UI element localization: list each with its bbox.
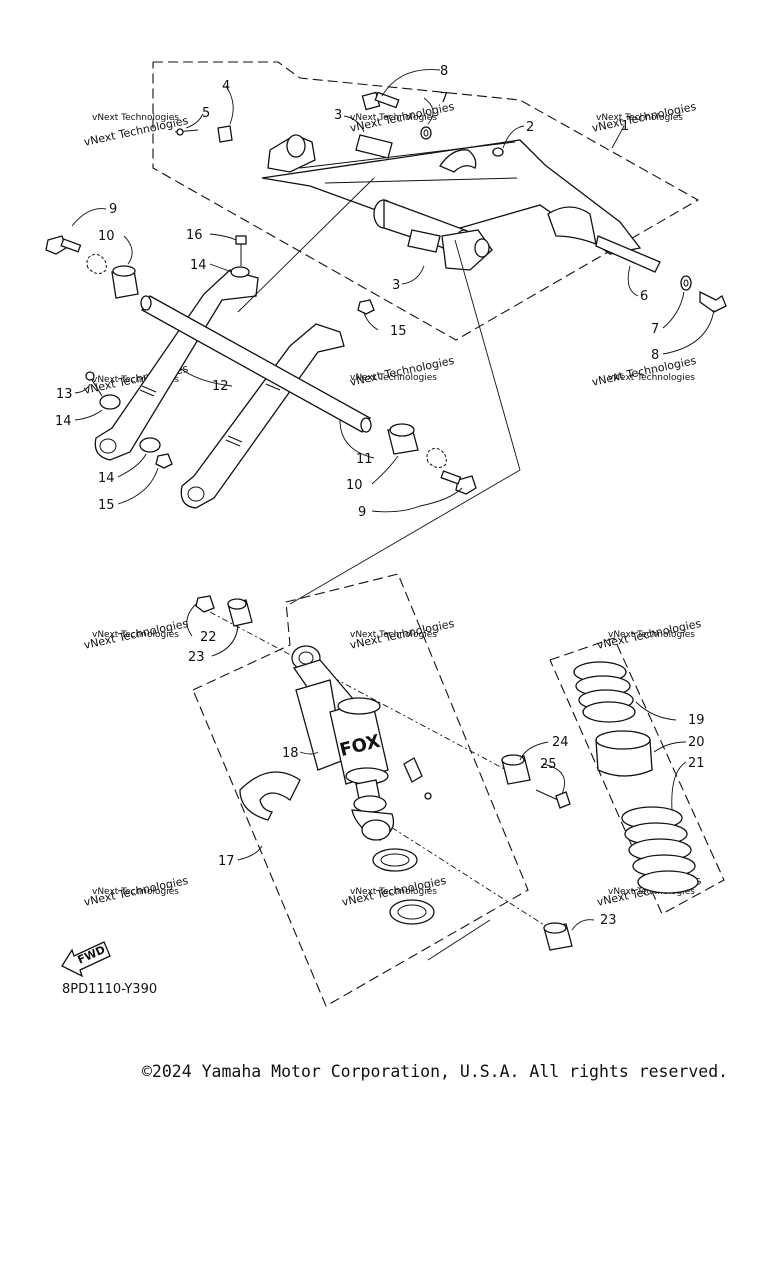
callout-14c: 14 bbox=[190, 258, 207, 273]
shock-spring-seats bbox=[239, 771, 435, 925]
svg-text:vNext Technologies: vNext Technologies bbox=[591, 354, 698, 389]
parts-diagram: vNext Technologies vNext Technologies vN… bbox=[45, 61, 727, 1007]
callout-14b: 14 bbox=[98, 471, 115, 486]
watermark-text: vNext Technologies bbox=[350, 373, 437, 383]
callout-13: 13 bbox=[56, 387, 73, 402]
springs bbox=[573, 661, 699, 894]
callout-11: 11 bbox=[356, 452, 373, 467]
callout-15a: 15 bbox=[98, 498, 115, 513]
callout-15b: 15 bbox=[390, 324, 407, 339]
callout-14a: 14 bbox=[55, 414, 72, 429]
callout-1: 1 bbox=[621, 119, 629, 134]
callout-6: 6 bbox=[640, 289, 648, 304]
rear-shock: FOX bbox=[291, 645, 432, 841]
swingarm-group-boundary bbox=[152, 61, 700, 341]
callouts: 1 2 3 3 4 5 6 7 7 8 8 9 9 10 10 11 12 13… bbox=[55, 64, 705, 928]
callout-3a: 3 bbox=[334, 108, 342, 123]
callout-23b: 23 bbox=[600, 913, 617, 928]
watermark-text: vNext Technologies bbox=[350, 630, 437, 640]
shock-group-boundary bbox=[192, 573, 529, 1007]
callout-8a: 8 bbox=[440, 64, 448, 79]
callout-5: 5 bbox=[202, 106, 210, 121]
callout-16: 16 bbox=[186, 228, 203, 243]
callout-8b: 8 bbox=[651, 348, 659, 363]
callout-2: 2 bbox=[526, 120, 534, 135]
watermark-text: vNext Technologies bbox=[596, 113, 683, 123]
pivot-hardware bbox=[45, 235, 477, 495]
callout-7a: 7 bbox=[440, 91, 448, 106]
copyright-notice: ©2024 Yamaha Motor Corporation, U.S.A. A… bbox=[142, 1062, 729, 1081]
callout-24: 24 bbox=[552, 735, 569, 750]
callout-20: 20 bbox=[688, 735, 705, 750]
callout-10a: 10 bbox=[98, 229, 115, 244]
swingarm bbox=[261, 134, 661, 273]
watermark-text: vNext Technologies bbox=[92, 630, 179, 640]
callout-3b: 3 bbox=[392, 278, 400, 293]
callout-21: 21 bbox=[688, 756, 705, 771]
callout-leaders bbox=[71, 69, 715, 931]
spring-group-boundary bbox=[549, 637, 725, 915]
callout-9b: 9 bbox=[358, 505, 366, 520]
callout-19: 19 bbox=[688, 713, 705, 728]
watermark-text: vNext Technologies bbox=[608, 373, 695, 383]
watermark-text: vNext Technologies bbox=[92, 887, 179, 897]
watermark-text: vNext Technologies bbox=[350, 113, 437, 123]
callout-25: 25 bbox=[540, 757, 557, 772]
relay-arms bbox=[94, 269, 345, 509]
watermark-text: vNext Technologies bbox=[92, 113, 179, 123]
watermark-text: vNext Technologies bbox=[608, 887, 695, 897]
callout-9a: 9 bbox=[109, 202, 117, 217]
callout-23a: 23 bbox=[188, 650, 205, 665]
svg-text:vNext Technologies: vNext Technologies bbox=[349, 354, 456, 389]
shock-hardware bbox=[195, 595, 573, 951]
watermark-text: vNext Technologies bbox=[350, 887, 437, 897]
watermark-text: vNext Technologies bbox=[608, 630, 695, 640]
fwd-arrow-icon: FWD bbox=[61, 941, 111, 978]
callout-4: 4 bbox=[222, 79, 230, 94]
assembly-axis-lines bbox=[209, 177, 553, 961]
swingarm-fasteners bbox=[174, 91, 727, 315]
callout-17: 17 bbox=[218, 854, 235, 869]
callout-22: 22 bbox=[200, 630, 217, 645]
callout-7b: 7 bbox=[651, 322, 659, 337]
callout-12: 12 bbox=[212, 379, 229, 394]
pivot-shaft bbox=[140, 295, 372, 433]
callout-10b: 10 bbox=[346, 478, 363, 493]
watermark-text: vNext Technologies bbox=[92, 375, 179, 385]
callout-18: 18 bbox=[282, 746, 299, 761]
diagram-code: 8PD1110-Y390 bbox=[62, 982, 157, 997]
